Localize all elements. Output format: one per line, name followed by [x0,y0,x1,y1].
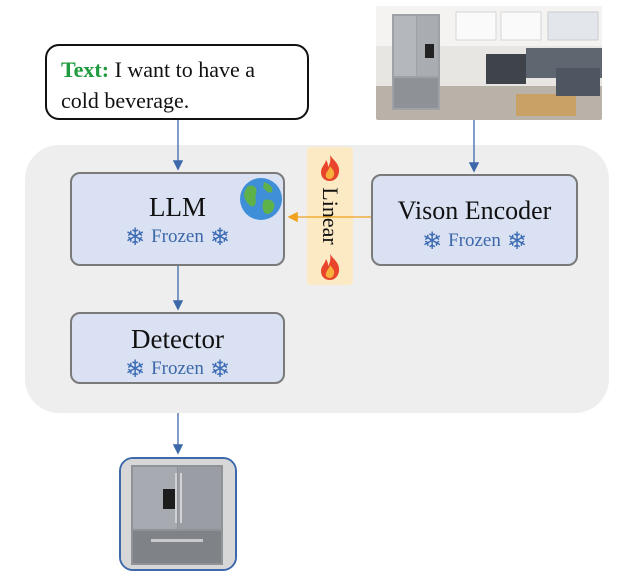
snowflake-icon: ❄ [209,223,230,251]
globe-icon [238,176,284,227]
output-fridge-image [119,457,237,571]
detector-module: Detector ❄ Frozen ❄ [70,312,285,384]
snowflake-icon: ❄ [422,227,443,255]
llm-status: ❄ Frozen ❄ [72,223,283,251]
snowflake-icon: ❄ [209,355,230,383]
text-prompt-box: Text: I want to have a cold beverage. [45,44,309,120]
encoder-name: Vison Encoder [397,196,552,225]
prompt-text: I want to have a cold beverage. [61,57,256,113]
fire-icon [315,252,345,282]
snowflake-icon: ❄ [125,223,146,251]
snowflake-icon: ❄ [125,355,146,383]
encoder-status: ❄ Frozen ❄ [373,227,576,255]
detector-status: ❄ Frozen ❄ [72,355,283,383]
fire-icon [315,153,345,183]
encoder-status-label: Frozen [448,230,501,251]
prompt-label: Text: [61,57,110,82]
detector-name: Detector [131,324,224,354]
snowflake-icon: ❄ [506,227,527,255]
linear-label: Linear [318,187,343,245]
kitchen-input-image [376,6,602,120]
llm-name: LLM [149,192,206,222]
detector-status-label: Frozen [151,358,204,379]
llm-status-label: Frozen [151,226,204,247]
vision-encoder-module: Vison Encoder ❄ Frozen ❄ [371,174,578,266]
